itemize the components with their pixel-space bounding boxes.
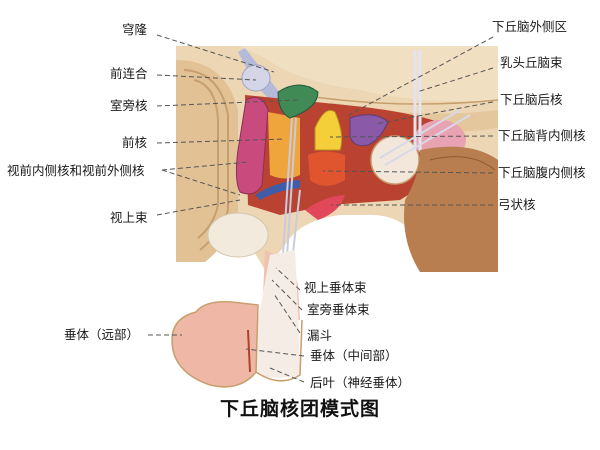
cerebral-peduncle (404, 146, 498, 272)
label-ventromedial-nucleus: 下丘脑腹内侧核 (498, 165, 586, 180)
label-preoptic-nuclei: 视前内侧核和视前外侧核 (7, 163, 145, 178)
label-posterior-lobe: 后叶（神经垂体） (310, 375, 411, 390)
posterior-shape (349, 114, 389, 146)
label-pituitary-intermediate: 垂体（中间部） (310, 348, 398, 363)
label-infundibulum: 漏斗 (307, 328, 333, 343)
pituitary-distal-shape (171, 300, 259, 388)
label-fornix: 穹隆 (122, 22, 148, 37)
paraventricular-shape (277, 84, 319, 119)
label-paraventricular-nucleus: 室旁核 (110, 98, 148, 113)
label-pituitary-distal: 垂体（远部） (64, 327, 140, 342)
label-supraoptic-tract: 视上束 (110, 210, 148, 225)
leader-lines (148, 34, 494, 383)
upper-band (240, 46, 498, 102)
dorsomedial-shape (314, 109, 343, 151)
label-supraoptico-hypophyseal-tract: 视上垂体束 (304, 280, 367, 295)
optic-chiasm-shape (255, 180, 300, 200)
label-anterior-nucleus: 前核 (122, 135, 148, 150)
optic-nerve (207, 212, 269, 258)
label-paraventriculo-hypophyseal-tract: 室旁垂体束 (307, 302, 370, 317)
figure-title: 下丘脑核团模式图 (219, 398, 380, 420)
posterior-lobe-shape (254, 250, 300, 378)
label-arcuate-nucleus: 弓状核 (498, 197, 536, 212)
label-lateral-hypothalamic-area: 下丘脑外侧区 (492, 19, 568, 34)
preoptic-nuclei-shape (235, 97, 269, 195)
label-posterior-nucleus: 下丘脑后核 (500, 92, 563, 107)
gyrus-outer (176, 60, 238, 262)
label-anterior-commissure: 前连合 (110, 66, 148, 81)
label-mammillothalamic-tract: 乳头丘脑束 (500, 55, 563, 70)
ventromedial-shape (308, 151, 345, 186)
anterior-commissure-shape (241, 64, 271, 92)
arcuate-shape (305, 195, 345, 220)
label-dorsomedial-nucleus: 下丘脑背内侧核 (498, 128, 586, 143)
